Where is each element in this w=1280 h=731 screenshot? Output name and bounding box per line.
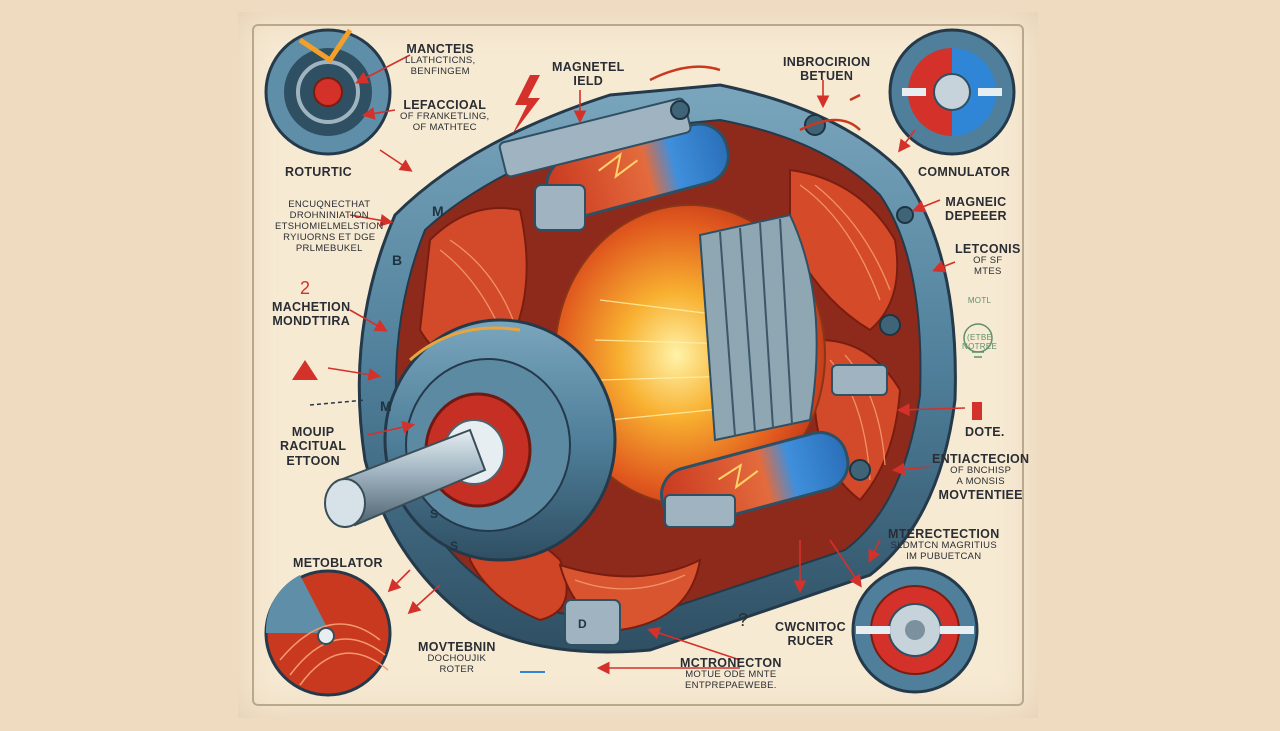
label-machetion-line0: MACHETION (272, 300, 351, 314)
housing-mark-4: S (450, 539, 459, 553)
label-movtebnin-line1: DOCHOUJIK (427, 653, 487, 665)
label-encuq-line3: RYIUORNS ET DGE (283, 231, 376, 243)
label-moup-line1: RACITUAL (280, 439, 347, 454)
front-end-bell (383, 318, 617, 562)
label-roturtic: ROTURTIC (285, 165, 352, 179)
inset-roturtic (264, 28, 392, 156)
label-mancteis-line1: LLATHCTICNS, (405, 55, 476, 67)
label-mterect-line2: IM PUBUETCAN (906, 551, 982, 563)
label-encuq-line1: DROHNINIATION (289, 209, 369, 221)
pole-marker-icon (292, 360, 318, 380)
label-machetion-line1: MONDTTIRA (272, 314, 351, 329)
label-number-two: 2 (300, 278, 311, 298)
label-mterect-line0: MTERECTECTION (888, 527, 1000, 541)
label-entiact-line0: ENTIACTECION (932, 452, 1030, 466)
label-mancteis: MANCTEIS LLATHCTICNS, BENFINGEM (405, 42, 475, 78)
label-moup: MOUIP RACITUAL ETTOON (280, 425, 346, 468)
label-entiactecion: ENTIACTECION OF BNCHISP A MONSIS MOVTENT… (932, 452, 1029, 503)
housing-bolts (670, 100, 914, 481)
label-dote: DOTE. (965, 425, 1005, 439)
inset-commutator (888, 28, 1016, 156)
label-mterect-line1: SLDMTCN MAGRITIUS (890, 540, 997, 552)
lightning-bolt-icon (512, 75, 540, 135)
label-bulb-small: Motl (ETBE notree (962, 296, 997, 352)
label-machetion: MACHETION MONDTTIRA (272, 300, 350, 329)
label-lefaccioal: LEFACCIOAL OF FRANKETLING, OF MATHTEC (400, 98, 489, 134)
label-inbrocirion-line0: INBROCIRION (783, 55, 871, 69)
label-magnetic-field-line1: IELD (573, 74, 604, 89)
label-bulb-line2: notree (962, 342, 998, 352)
label-encuq-line4: PRLMEBUKEL (295, 242, 363, 254)
label-mctron-line1: MOTUE ODE MNTE (685, 669, 777, 681)
label-magneic-line0: MAGNEIC (945, 195, 1007, 209)
label-mctron-line0: MCTRONECTON (680, 656, 782, 670)
label-encuq-line2: ETSHOMIELMELSTION (275, 220, 384, 232)
housing-mark-0: M (432, 203, 444, 219)
mounting-clamps (498, 97, 888, 646)
label-magnetic-field-line0: MAGNETEL (552, 60, 625, 74)
label-letconis-line0: LETCONIS (955, 242, 1021, 256)
label-question: ? (738, 610, 749, 630)
label-entiact-line1: OF BNCHISP (950, 465, 1012, 477)
paper-border (252, 24, 1024, 706)
label-magnetic-field: MAGNETEL IELD (552, 60, 625, 89)
label-encuq-line0: ENCUQNECTHAT (288, 199, 371, 210)
rotor-core (554, 204, 826, 506)
label-entiact-line3: MOVTENTIEE (938, 488, 1023, 503)
label-bulb-line0: Motl (967, 296, 992, 305)
housing-mark-5: D (578, 617, 587, 631)
label-moup-line2: ETTOON (286, 453, 340, 468)
label-magneic-depeeer: MAGNEIC DEPEEER (945, 195, 1007, 224)
label-letconis-line2: MTES (974, 266, 1002, 278)
label-mterectection: MTERECTECTION SLDMTCN MAGRITIUS IM PUBUE… (888, 527, 1000, 563)
label-mctron-line2: ENTPREPAEWEBE. (685, 680, 777, 692)
label-entiact-line2: A MONSIS (956, 476, 1005, 488)
inset-metoblator (264, 569, 392, 697)
inset-cwcnitoc (851, 566, 979, 694)
dote-marker-icon (972, 402, 982, 420)
callout-arrows (327, 54, 966, 675)
label-letconis: LETCONIS OF SF MTES (955, 242, 1021, 278)
label-moup-line0: MOUIP (291, 425, 335, 439)
label-mancteis-line2: BENFINGEM (410, 66, 470, 78)
housing-mark-1: B (392, 252, 403, 268)
label-commutator: COMNULATOR (918, 165, 1011, 179)
label-inbrocirion: INBROCIRION BETUEN (783, 55, 870, 84)
label-cwcnitoc-line0: CWCNITOC (775, 620, 846, 634)
label-inbrocirion-line1: BETUEN (800, 69, 854, 84)
label-cwcnitoc: CWCNITOC RUCER (775, 620, 846, 649)
wire-leads (649, 65, 861, 132)
housing-mark-3: S (430, 507, 439, 521)
motor-shaft (324, 428, 487, 528)
label-magneic-line1: DEPEEER (945, 209, 1007, 224)
label-metoblator: METOBLATOR (293, 556, 383, 570)
light-bulb-icon (963, 323, 993, 358)
label-letconis-line1: OF SF (973, 255, 1003, 267)
label-movtebnin-line0: MOVTEBNIN (418, 640, 496, 654)
label-movtebnin: MOVTEBNIN DOCHOUJIK ROTER (418, 640, 496, 676)
housing-mark-2: M (380, 398, 392, 414)
label-lefaccioal-line1: OF FRANKETLING, (400, 111, 490, 123)
label-cwcnitoc-line1: RUCER (787, 634, 834, 649)
label-bulb-line1: (ETBE (967, 333, 993, 343)
label-mancteis-title: MANCTEIS (406, 42, 475, 56)
label-lefaccioal-title: LEFACCIOAL (403, 98, 487, 112)
label-encuqnectat: ENCUQNECTHAT DROHNINIATION ETSHOMIELMELS… (275, 199, 384, 255)
label-lefaccioal-line2: OF MATHTEC (412, 122, 477, 134)
label-movtebnin-line2: ROTER (439, 664, 475, 676)
label-mctronecton: MCTRONECTON MOTUE ODE MNTE ENTPREPAEWEBE… (680, 656, 782, 692)
